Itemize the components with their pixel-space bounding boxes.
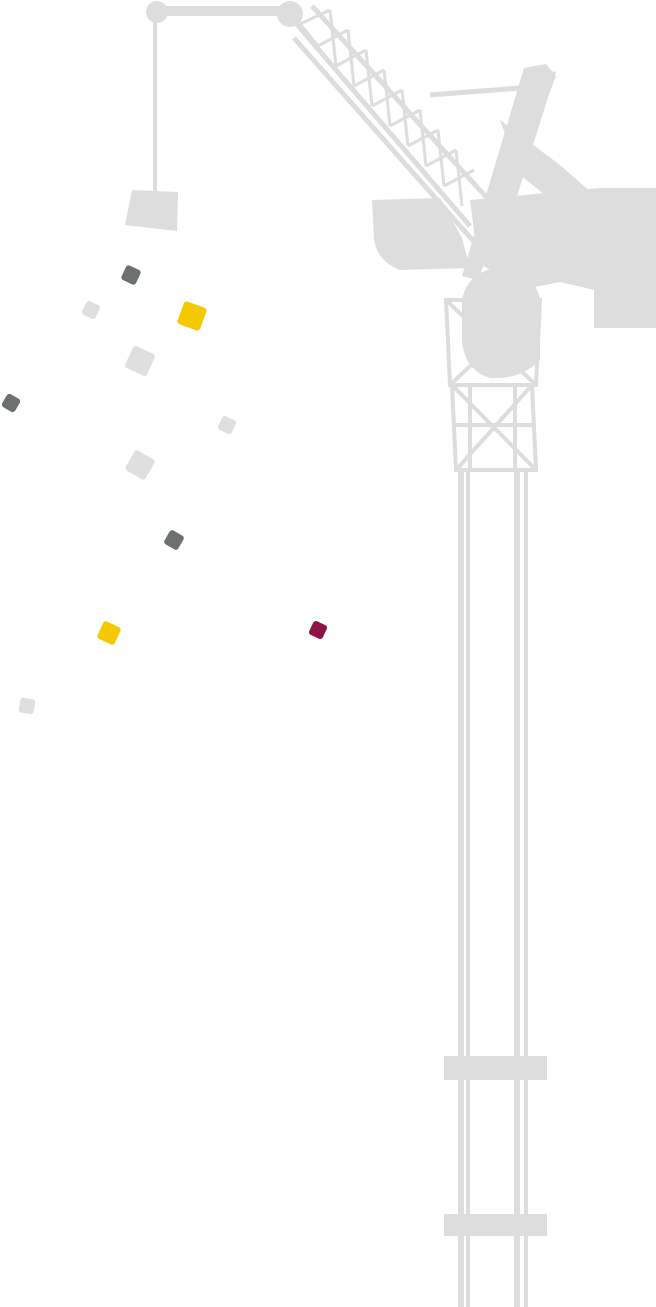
falling-block	[125, 450, 155, 480]
crane-jib	[286, 4, 500, 246]
crane-tower	[444, 470, 547, 1307]
falling-block	[18, 697, 36, 715]
falling-block	[82, 301, 100, 319]
falling-block	[177, 301, 207, 331]
falling-block	[97, 621, 121, 645]
falling-blocks	[1, 265, 327, 715]
crane-cab-lattice	[443, 268, 543, 472]
falling-block	[125, 346, 155, 376]
crane-mast-head	[429, 64, 556, 280]
falling-block	[121, 265, 141, 285]
falling-block	[218, 416, 236, 434]
falling-block	[309, 621, 327, 639]
crane-hook-assembly	[125, 1, 303, 231]
falling-block	[1, 393, 21, 413]
falling-block	[164, 530, 184, 550]
crane-load-bucket	[125, 190, 178, 231]
